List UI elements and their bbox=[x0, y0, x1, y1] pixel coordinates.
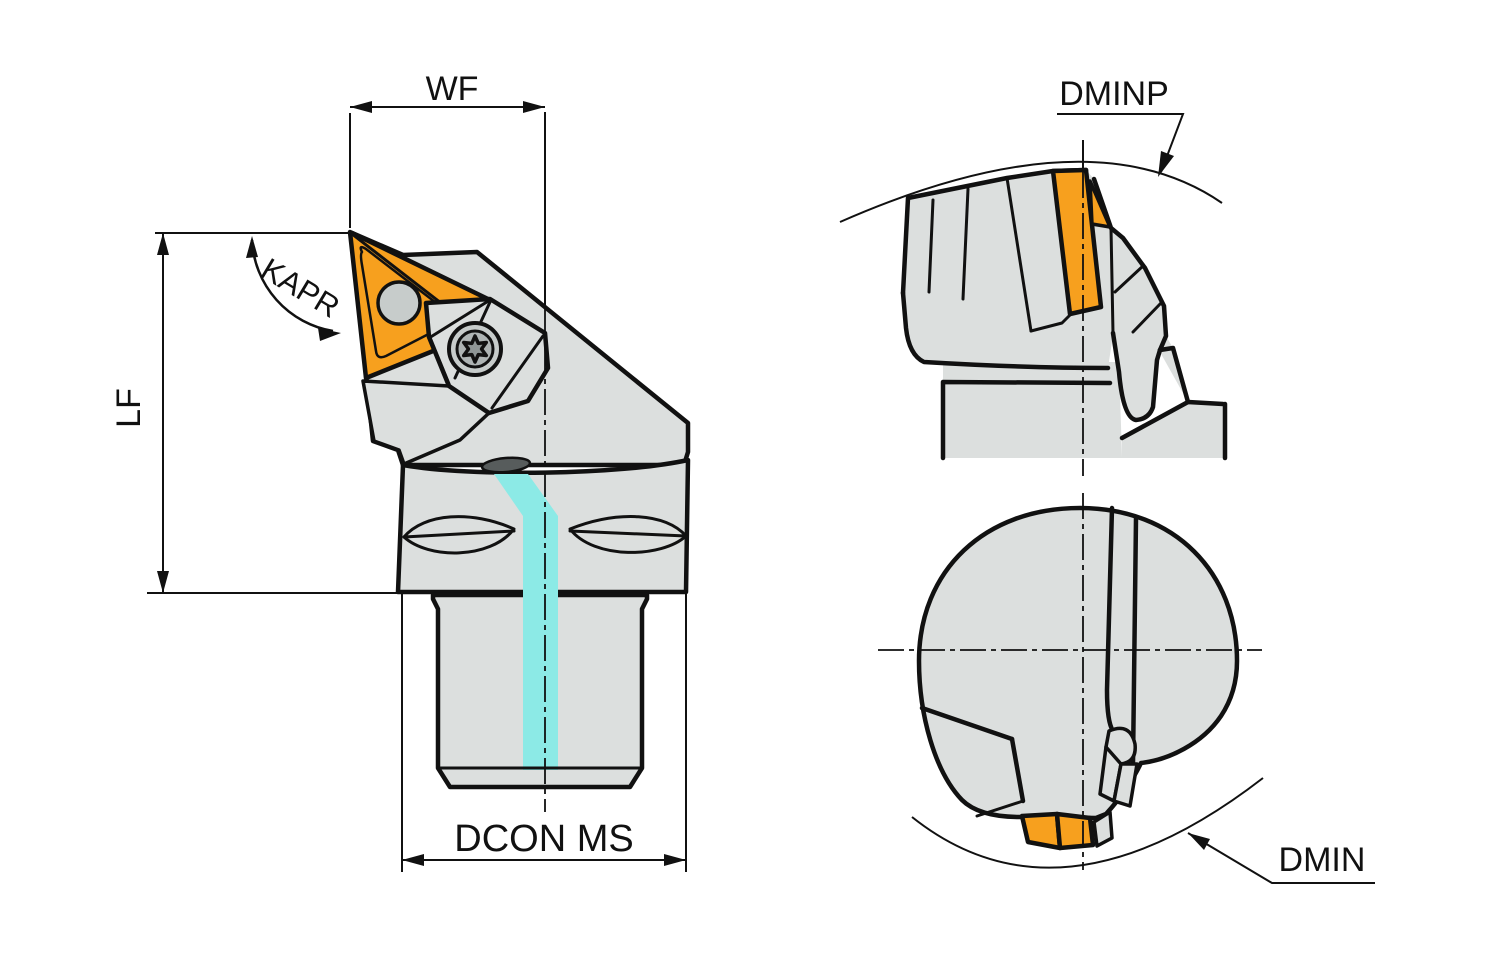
end-clamp-lobe bbox=[1112, 762, 1139, 808]
arrowhead bbox=[523, 101, 545, 113]
dmin-dimension-label: DMIN bbox=[1279, 841, 1366, 879]
dimension-dminp: DMINP bbox=[1057, 75, 1185, 177]
side-facet bbox=[1131, 301, 1163, 334]
dimension-dcon-ms: DCON MS bbox=[401, 594, 687, 872]
end-facet bbox=[975, 799, 1025, 818]
body-left-fill bbox=[943, 362, 1122, 458]
body-left-edge bbox=[940, 379, 1113, 461]
clamp-facet bbox=[428, 336, 451, 386]
clamp-facet bbox=[490, 334, 545, 410]
side-facet bbox=[1109, 226, 1115, 335]
side-facet bbox=[1029, 312, 1073, 333]
side-facet bbox=[927, 198, 935, 294]
side-insert bbox=[1050, 167, 1104, 317]
workpiece-arc bbox=[839, 160, 1223, 223]
side-head-outline bbox=[1157, 345, 1191, 405]
torx-screw bbox=[447, 321, 503, 377]
kapr-dimension-label: KAPR bbox=[255, 251, 345, 324]
flange-recess-right bbox=[568, 515, 688, 554]
front-view: WF LF KAPR DCON MS bbox=[110, 70, 691, 872]
insert-hole bbox=[376, 280, 422, 326]
coolant-channel bbox=[494, 474, 558, 770]
side-facet bbox=[1005, 176, 1033, 333]
torx-icon bbox=[461, 334, 489, 364]
side-view: DMINP bbox=[839, 75, 1228, 476]
end-chord bbox=[919, 705, 1015, 742]
lf-dimension-label: LF bbox=[110, 388, 148, 428]
arrowhead bbox=[246, 236, 258, 258]
dimension-kapr: KAPR bbox=[246, 236, 346, 341]
arrowhead bbox=[157, 233, 169, 255]
arrowhead bbox=[350, 101, 372, 113]
dimension-dmin: DMIN bbox=[911, 777, 1375, 884]
side-head-bottom bbox=[900, 290, 1111, 371]
clamp-foot-outline bbox=[1110, 330, 1163, 423]
end-view: DMIN bbox=[878, 493, 1375, 884]
side-facet bbox=[961, 187, 970, 301]
arrowhead bbox=[157, 571, 169, 593]
arrowhead bbox=[318, 328, 341, 341]
arrowhead bbox=[1158, 151, 1174, 177]
dminp-dimension-label: DMINP bbox=[1059, 75, 1169, 113]
side-insert-wedge bbox=[1088, 179, 1112, 229]
end-body bbox=[916, 505, 1240, 821]
body-right-fill bbox=[1122, 402, 1225, 458]
insert-chipbreaker-contour bbox=[359, 245, 454, 359]
wf-dimension-label: WF bbox=[426, 70, 479, 108]
clamp-facet bbox=[427, 298, 492, 340]
end-insert-left bbox=[1019, 811, 1063, 851]
dmin-arc bbox=[911, 777, 1264, 869]
dimension-wf: WF bbox=[349, 70, 545, 228]
dimension-lf: LF bbox=[110, 232, 402, 594]
end-head-edge bbox=[1130, 515, 1139, 766]
end-insert-right bbox=[1054, 811, 1096, 851]
flange-recess-left bbox=[402, 515, 516, 555]
flange-slot bbox=[480, 456, 532, 474]
end-facet bbox=[1009, 736, 1026, 804]
body-step-edge bbox=[1119, 399, 1226, 441]
arrowhead bbox=[1188, 833, 1210, 850]
end-wedge bbox=[1092, 810, 1114, 848]
arrowhead bbox=[402, 854, 424, 866]
dcon-ms-dimension-label: DCON MS bbox=[454, 818, 633, 860]
side-facet bbox=[1113, 264, 1145, 294]
arrowhead bbox=[664, 854, 686, 866]
